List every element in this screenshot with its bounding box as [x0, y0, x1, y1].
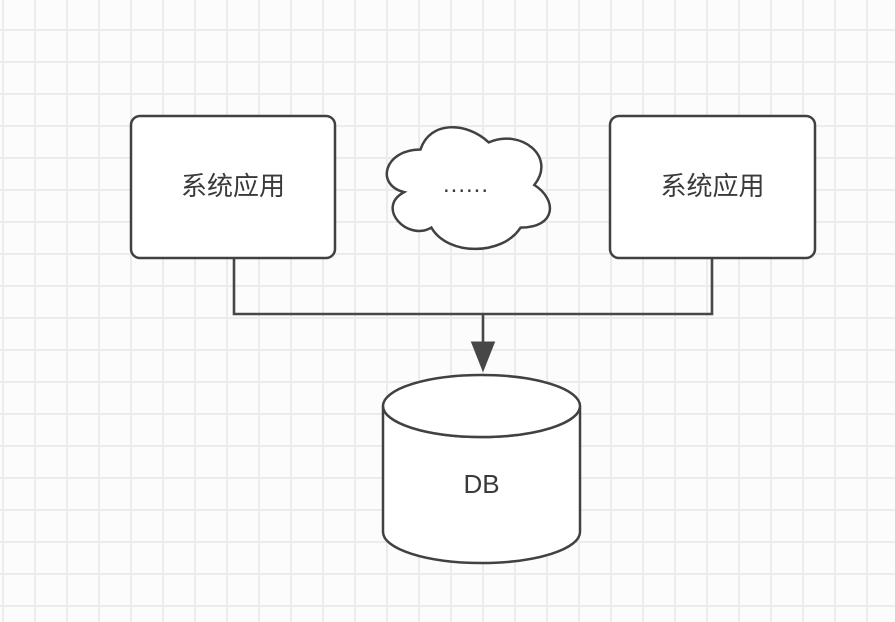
edge-left-box-to-db[interactable]: [232, 258, 483, 316]
edge-right-box-to-db[interactable]: [483, 258, 714, 316]
arrowhead-down-icon[interactable]: [470, 341, 496, 373]
db-cylinder-top[interactable]: [381, 373, 582, 439]
cloud-shape[interactable]: [385, 126, 552, 251]
system-app-box-left[interactable]: [129, 114, 337, 260]
system-app-box-right[interactable]: [608, 114, 817, 260]
